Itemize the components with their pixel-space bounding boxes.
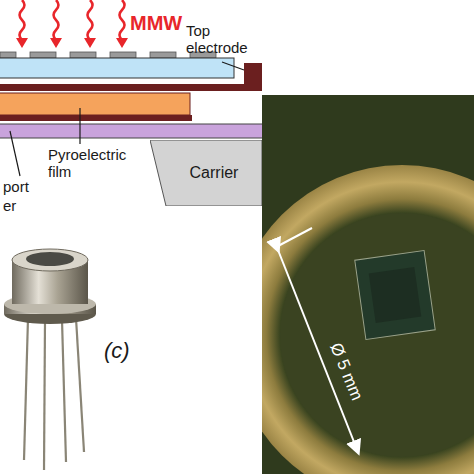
wave-label: MMW — [130, 12, 182, 35]
detector-photo — [262, 95, 474, 474]
carrier-block: Carrier — [150, 140, 262, 206]
part-label: Top electrode — [186, 22, 264, 57]
part-label: er — [3, 197, 16, 214]
panel-label: (c) — [104, 338, 130, 363]
to-can-package — [4, 249, 96, 470]
part-label: Pyroelectric film — [48, 146, 144, 181]
node-text: Carrier — [190, 164, 239, 182]
part-label: port — [3, 178, 29, 195]
mmw-arrows — [20, 0, 125, 40]
